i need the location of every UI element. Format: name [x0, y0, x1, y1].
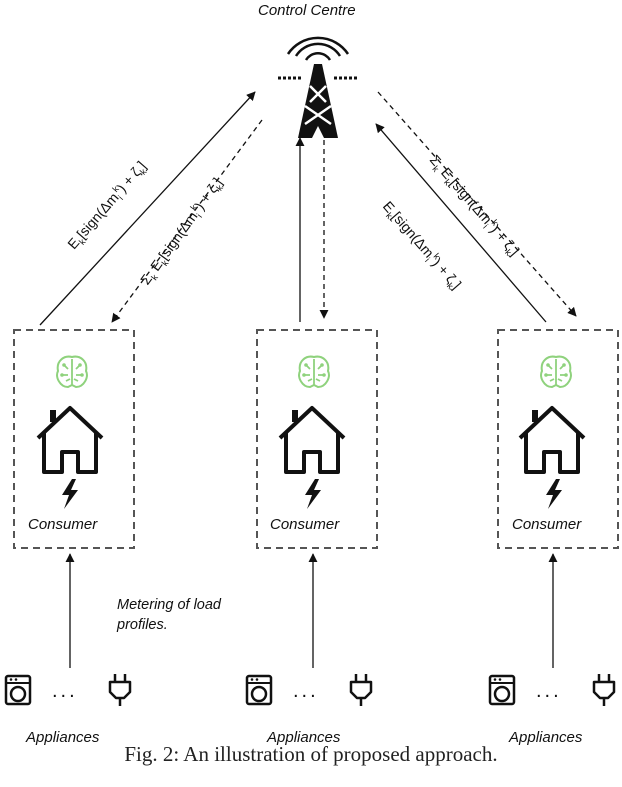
ellipsis-middle: ... — [293, 680, 319, 702]
power-plug-icon — [108, 672, 132, 708]
arrow-right-up — [375, 123, 547, 323]
arrow-left-up — [39, 91, 256, 326]
ellipsis-right: ... — [536, 680, 562, 702]
washing-machine-icon — [488, 674, 516, 706]
lightning-bolt-icon — [62, 479, 78, 509]
consumer-box-right — [497, 329, 619, 549]
arrow-right-down — [377, 91, 577, 317]
washing-machine-icon — [4, 674, 32, 706]
power-plug-icon — [592, 672, 616, 708]
consumer-box-middle — [256, 329, 378, 549]
house-icon — [36, 406, 104, 474]
circuit-brain-icon — [540, 355, 572, 388]
appliances-label-middle: Appliances — [267, 729, 341, 746]
control-centre-label: Control Centre — [258, 2, 356, 19]
appliances-label-left: Appliances — [26, 729, 100, 746]
radio-tower-icon — [278, 36, 358, 138]
house-icon — [518, 406, 586, 474]
consumer-label-left: Consumer — [28, 516, 98, 533]
arrow-left-down — [111, 119, 263, 323]
lightning-bolt-icon — [546, 479, 562, 509]
circuit-brain-icon — [56, 355, 88, 388]
consumer-label-right: Consumer — [512, 516, 582, 533]
ellipsis-left: ... — [52, 680, 78, 702]
circuit-brain-icon — [298, 355, 330, 388]
appliances-label-right: Appliances — [509, 729, 583, 746]
lightning-bolt-icon — [305, 479, 321, 509]
figure-caption: Fig. 2: An illustration of proposed appr… — [124, 742, 498, 766]
metering-label: Metering of load profiles. — [117, 597, 221, 633]
consumer-label-middle: Consumer — [270, 516, 340, 533]
house-icon — [278, 406, 346, 474]
power-plug-icon — [349, 672, 373, 708]
consumer-box-left — [13, 329, 135, 549]
washing-machine-icon — [245, 674, 273, 706]
